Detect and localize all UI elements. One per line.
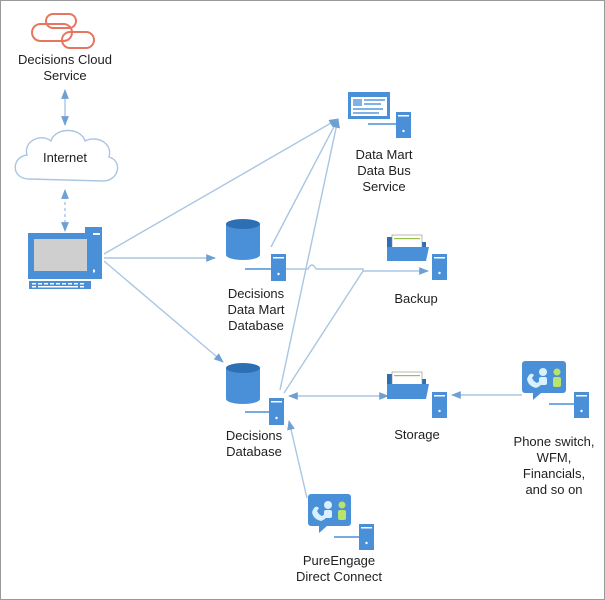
internet-label: Internet [25, 150, 105, 166]
edge-datamart-backup [286, 264, 429, 275]
folder-server-icon [387, 371, 447, 418]
phone-switch-label: Phone switch, WFM, Financials, and so on [506, 434, 602, 498]
data-bus-label-line: Data Mart [355, 147, 413, 162]
edge-decisionsdb-databus [279, 118, 340, 391]
backup-label-line: Backup [394, 291, 438, 306]
decisions-db-label: Decisions Database [211, 428, 297, 460]
database-server-icon [226, 363, 284, 425]
backup-label: Backup [385, 291, 447, 307]
cloud-service-icon [31, 13, 95, 49]
phone-switch-label-line: WFM, [536, 450, 572, 465]
data-mart-label-line: Decisions [227, 286, 285, 301]
edge-decisionsdb-backup [283, 270, 364, 394]
pureengage-label: PureEngage Direct Connect [283, 553, 395, 585]
data-mart-label: Decisions Data Mart Database [211, 286, 301, 334]
cloud-service-label-line: Decisions Cloud [18, 52, 112, 67]
storage-label-line: Storage [394, 427, 440, 442]
data-mart-label-line: Data Mart [227, 302, 285, 317]
contact-center-server-icon [522, 361, 589, 418]
pureengage-label-line: PureEngage [302, 553, 376, 568]
data-bus-label: Data Mart Data Bus Service [339, 147, 429, 195]
decisions-db-label-line: Decisions [225, 428, 283, 443]
internet-label-line: Internet [42, 150, 88, 165]
data-bus-label-line: Data Bus [357, 163, 411, 178]
pureengage-label-line: Direct Connect [296, 569, 382, 584]
edge-pureengage-decisionsdb [287, 420, 308, 499]
desktop-computer-icon [28, 227, 102, 289]
phone-switch-label-line: and so on [525, 482, 583, 497]
edge-workstation-databus [103, 118, 339, 255]
storage-label: Storage [381, 427, 453, 443]
web-server-icon [348, 92, 411, 138]
data-bus-label-line: Service [362, 179, 406, 194]
edge-workstation-decisionsdb [103, 260, 224, 363]
phone-switch-label-line: Financials, [522, 466, 586, 481]
cloud-icon [14, 129, 119, 182]
data-mart-label-line: Database [228, 318, 284, 333]
edge-datamart-databus [270, 118, 339, 248]
contact-center-server-icon [308, 494, 374, 550]
connections [61, 89, 522, 499]
decisions-db-label-line: Database [226, 444, 282, 459]
cloud-service-label: Decisions Cloud Service [7, 52, 123, 84]
phone-switch-label-line: Phone switch, [513, 434, 595, 449]
folder-server-icon [387, 234, 447, 280]
cloud-service-label-line: Service [43, 68, 87, 83]
database-server-icon [226, 219, 286, 281]
